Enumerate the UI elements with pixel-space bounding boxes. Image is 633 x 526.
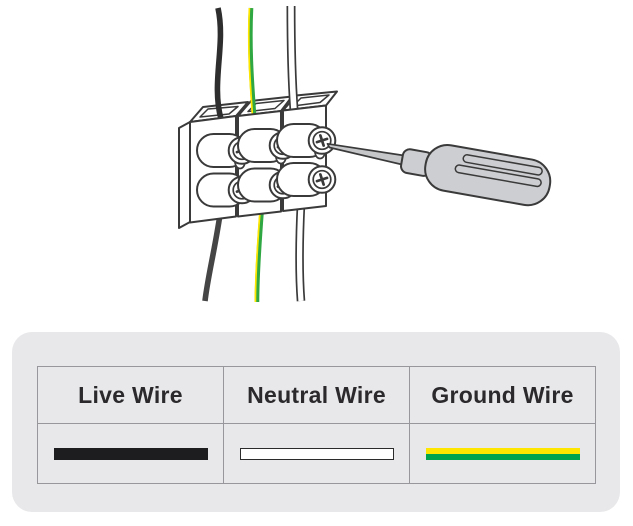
handle-groove bbox=[454, 164, 542, 188]
live-wire-bottom bbox=[202, 207, 224, 302]
live-wire-top bbox=[214, 7, 224, 120]
screw-terminals bbox=[196, 123, 337, 208]
ground-wire-bottom-green bbox=[254, 205, 265, 303]
neutral-wire-swatch bbox=[239, 447, 394, 460]
ground-swatch-green-stripe bbox=[425, 453, 580, 460]
screw-top-right bbox=[276, 123, 337, 160]
neutral-wire-top-fill bbox=[288, 5, 297, 111]
screw-bottom-right bbox=[276, 162, 337, 197]
wires-top bbox=[214, 5, 299, 120]
legend-header-ground: Ground Wire bbox=[409, 366, 596, 424]
legend-table: Live Wire Neutral Wire Ground Wire bbox=[37, 366, 596, 484]
legend-swatch-row bbox=[37, 423, 596, 484]
ground-wire-top-yellow-stripe bbox=[247, 7, 254, 116]
handle-groove bbox=[462, 154, 543, 176]
screwdriver bbox=[326, 142, 552, 207]
live-wire-swatch bbox=[53, 447, 208, 460]
ground-wire-swatch bbox=[425, 447, 580, 460]
ground-wire-bottom-yellow-stripe bbox=[254, 205, 262, 303]
legend-header-live: Live Wire bbox=[37, 366, 224, 424]
screwdriver-handle bbox=[400, 144, 552, 207]
legend-header-row: Live Wire Neutral Wire Ground Wire bbox=[37, 366, 596, 424]
terminal-block-illustration bbox=[178, 5, 552, 303]
wires-bottom bbox=[202, 203, 306, 303]
legend-panel: Live Wire Neutral Wire Ground Wire bbox=[12, 332, 620, 512]
ground-wire-top-green bbox=[248, 7, 257, 116]
screwdriver-blade bbox=[326, 142, 405, 166]
ground-swatch-yellow-stripe bbox=[425, 447, 580, 454]
neutral-wire-bottom-fill bbox=[296, 203, 304, 302]
left-side-face bbox=[178, 121, 191, 229]
legend-header-neutral: Neutral Wire bbox=[223, 366, 410, 424]
